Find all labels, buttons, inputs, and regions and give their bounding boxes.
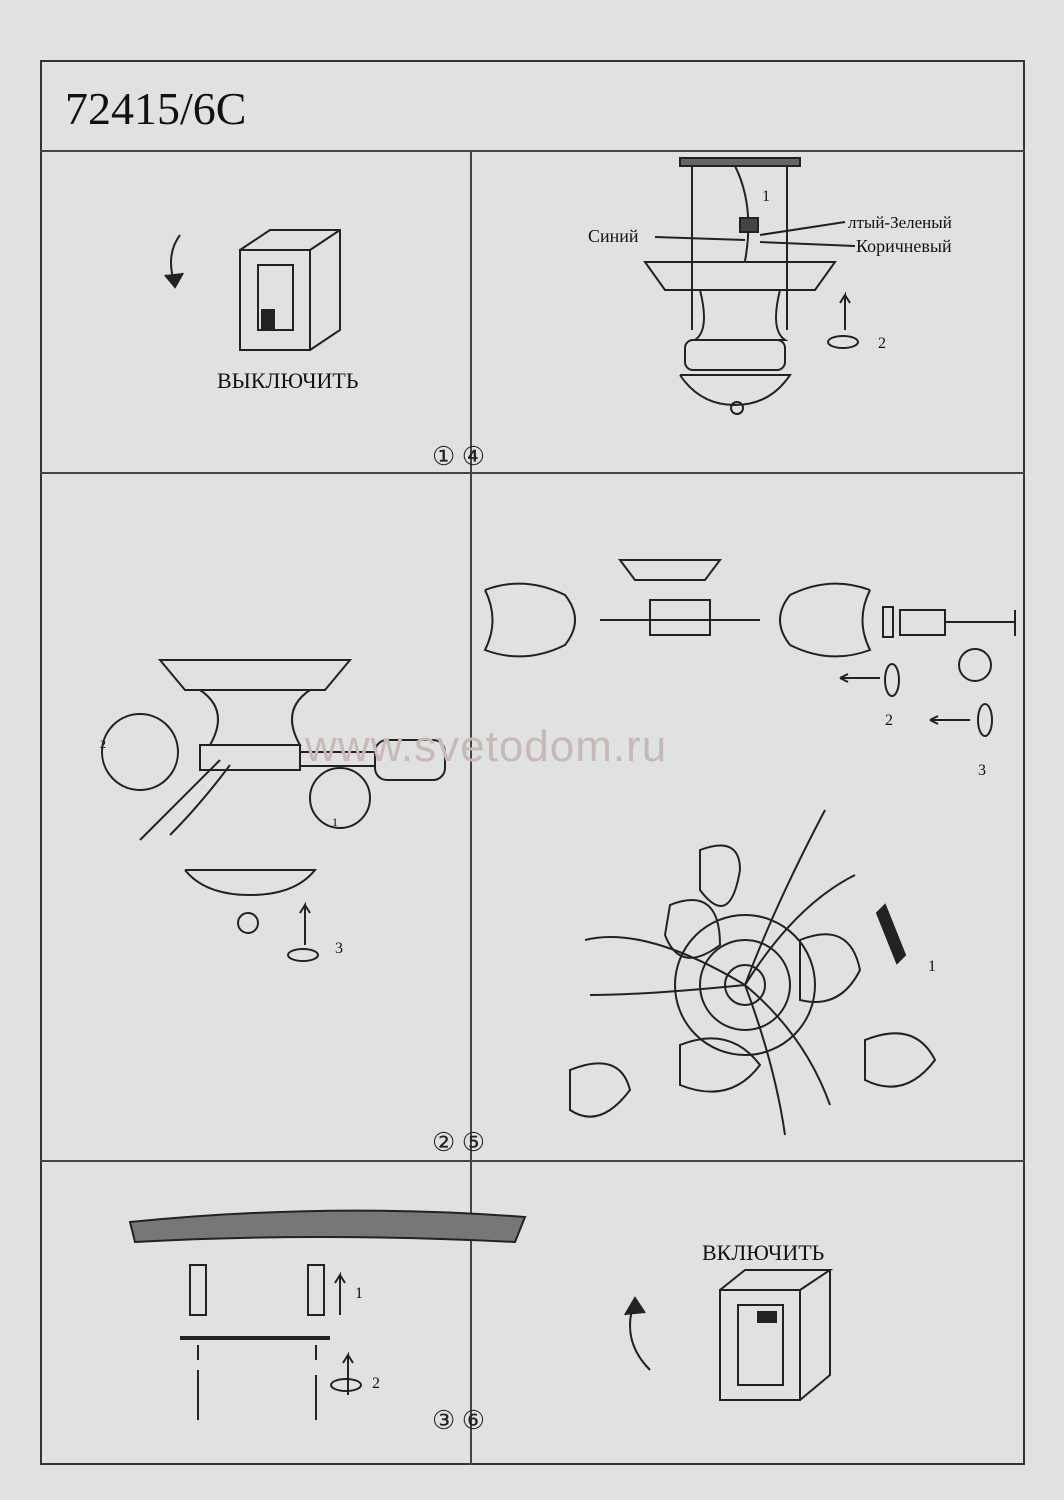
- step-label: 1: [762, 188, 770, 205]
- divider: [40, 150, 1025, 152]
- step-label: 2: [100, 737, 106, 751]
- step-numbers: ③ ⑥: [432, 1406, 486, 1435]
- model-number: 72415/6C: [65, 83, 247, 134]
- ceiling-mount-wiring-diagram: [643, 157, 859, 415]
- switch-off-icon: [164, 229, 341, 351]
- divider: [470, 150, 472, 1465]
- step-label: 1: [928, 958, 936, 975]
- step-label: 1: [332, 815, 338, 829]
- step-label: 2: [372, 1375, 380, 1392]
- step-label: 1: [355, 1285, 363, 1302]
- step-label: 3: [335, 940, 343, 957]
- switch-on-label: ВКЛЮЧИТЬ: [702, 1240, 825, 1265]
- instruction-sheet: [40, 60, 1025, 1465]
- step-label: 2: [885, 712, 893, 729]
- wire-label-yellow-green: лтый-Зеленый: [848, 213, 952, 232]
- step-numbers: ① ④: [432, 442, 486, 471]
- wire-label-brown: Коричневый: [856, 236, 952, 256]
- wire-label-blue: Синий: [588, 226, 639, 246]
- assembled-chandelier-diagram: [569, 809, 937, 1136]
- watermark: www.svetodom.ru: [305, 722, 668, 771]
- switch-off-label: ВЫКЛЮЧИТЬ: [217, 368, 359, 393]
- step-label: 2: [878, 335, 886, 352]
- ceiling-bracket-diagram: [128, 1209, 527, 1420]
- divider: [40, 472, 1025, 474]
- step-numbers: ② ⑤: [432, 1128, 486, 1157]
- switch-on-icon: [624, 1269, 834, 1401]
- divider: [40, 1160, 1025, 1162]
- step-label: 3: [978, 762, 986, 779]
- shade-installation-diagram: [483, 559, 1016, 737]
- base-assembly-diagram: [101, 659, 446, 962]
